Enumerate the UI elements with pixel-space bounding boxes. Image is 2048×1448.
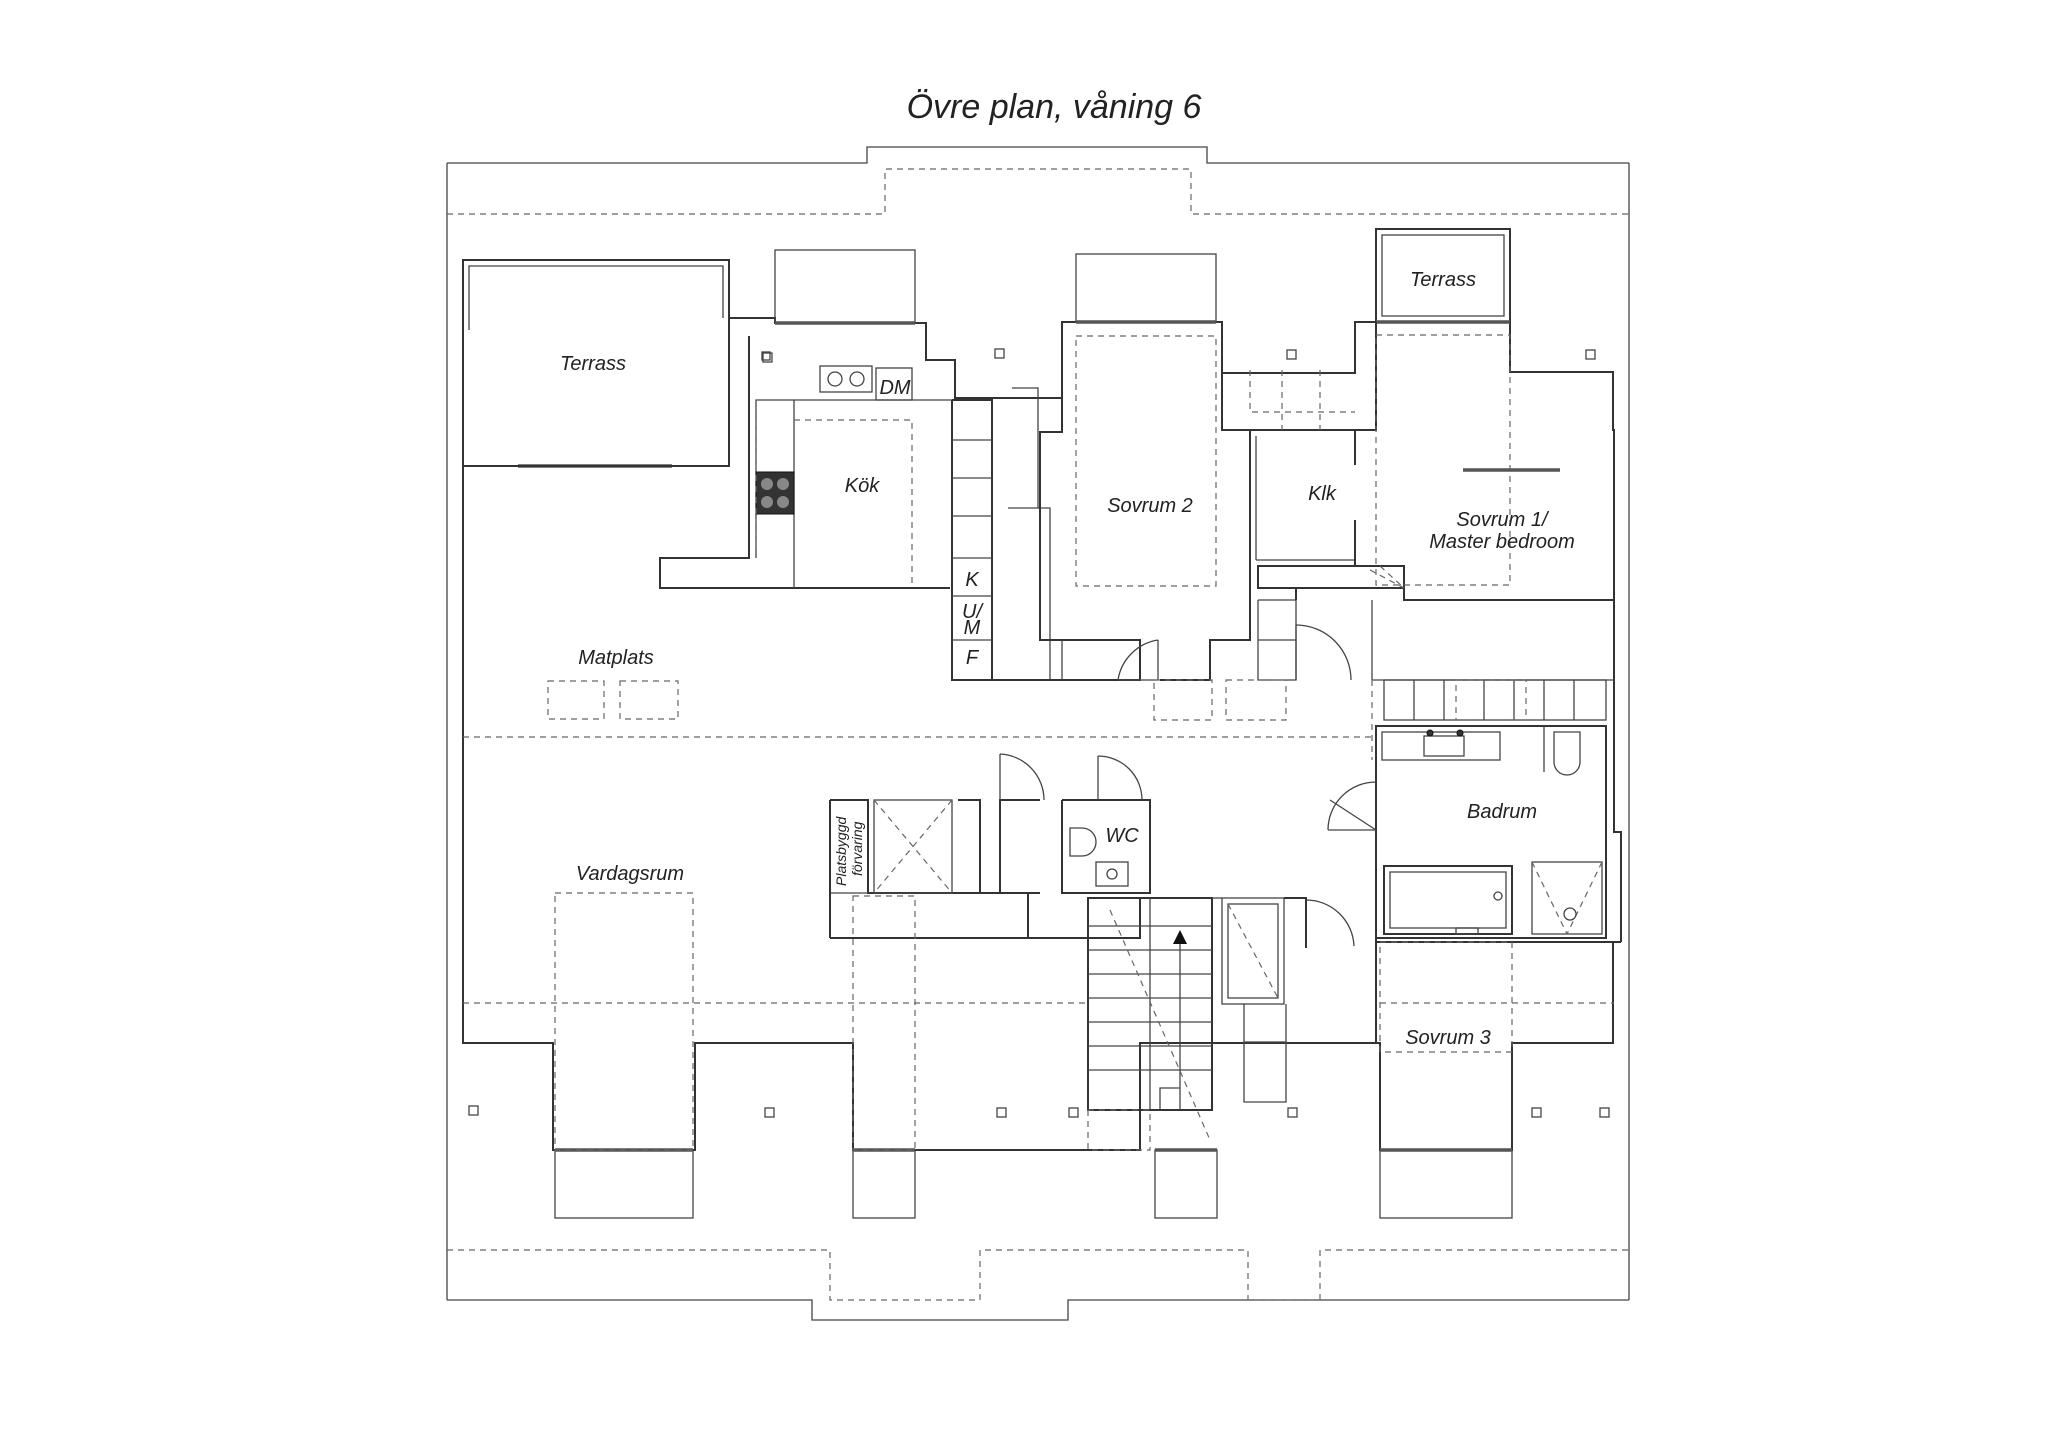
room-label-terrass-left: Terrass [560,353,626,375]
dining-area [463,679,1373,760]
room-label-dm: DM [879,377,910,399]
master-wardrobes [1383,679,1607,721]
center-core [829,753,1151,1151]
label-platsbyggd-line1: Platsbyggd [833,816,849,886]
walk-in-closet [1249,370,1356,566]
room-label-klk: Klk [1308,483,1337,505]
room-label-sovrum1-line2: Master bedroom [1429,531,1575,553]
outer-walls [462,317,1622,1151]
label-m: M [964,617,981,639]
column-markers [468,348,1610,1118]
room-label-vardagsrum: Vardagsrum [576,863,684,885]
room-label-wc: WC [1105,825,1139,847]
room-label-sovrum2: Sovrum 2 [1107,495,1193,517]
corridor-closet [1257,565,1405,681]
dormers-top [774,228,1511,325]
room-label-badrum: Badrum [1467,801,1537,823]
room-label-kok: Kök [845,475,880,497]
roof-outline-bottom [447,1249,1629,1321]
bathroom [1305,725,1607,947]
kitchen [659,336,952,589]
label-u: U/ [962,601,984,623]
room-label-terrass-right: Terrass [1410,269,1476,291]
staircase [1087,897,1213,1151]
master-bedroom [1355,322,1614,681]
room-label-matplats: Matplats [578,647,654,669]
shaft [1212,897,1307,1103]
label-f: F [966,647,980,669]
bedroom-3 [1375,938,1621,1053]
plan-title: Övre plan, våning 6 [907,88,1202,126]
label-k: K [965,569,980,591]
label-platsbyggd-line2: förvaring [849,821,865,876]
dormers-bottom [554,1148,1513,1219]
roof-outline-top [446,146,1630,1300]
room-label-sovrum3: Sovrum 3 [1405,1027,1491,1049]
room-label-sovrum1-line1: Sovrum 1/ [1456,509,1550,531]
kitchen-storage-column [951,387,1051,681]
living-room [463,892,1614,1151]
